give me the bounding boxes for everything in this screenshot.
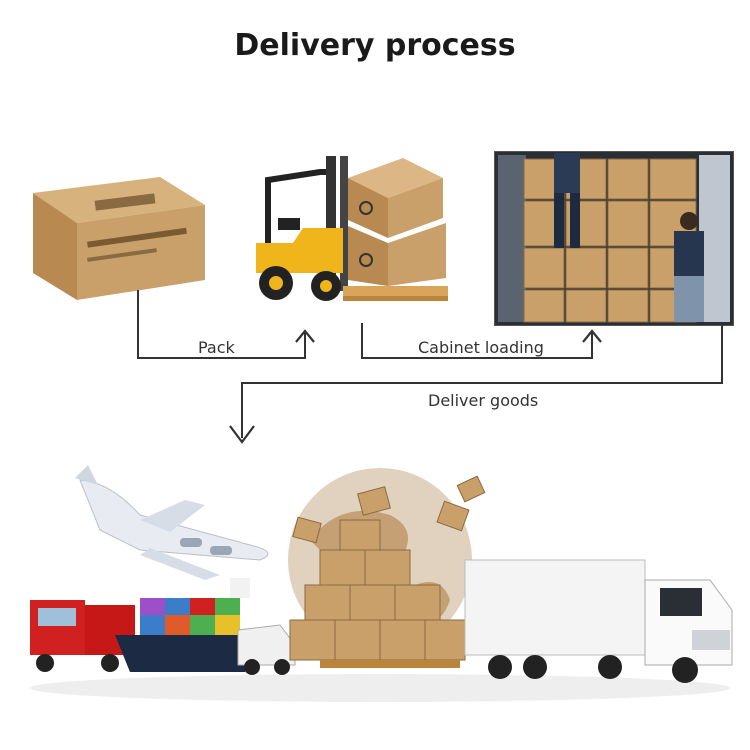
white-van-icon [237,624,296,675]
arrow-deliver-goods [241,325,723,438]
box-pile-icon [289,475,486,661]
cargo-ship-icon [115,578,260,672]
logistics-montage-image [30,465,733,702]
arrow-cabinet-loading [361,323,593,359]
step-label-pack: Pack [198,338,235,357]
cabinet-loading-image [494,151,734,326]
white-semi-truck-icon [464,559,733,683]
step-label-deliver-goods: Deliver goods [428,391,539,410]
page-title: Delivery process [234,28,516,63]
step-label-cabinet-loading: Cabinet loading [418,338,544,357]
red-truck-icon [30,600,135,672]
arrow-pack [137,290,306,359]
forklift-image [256,156,448,301]
packed-box-image [33,177,205,300]
airplane-icon [75,465,269,580]
